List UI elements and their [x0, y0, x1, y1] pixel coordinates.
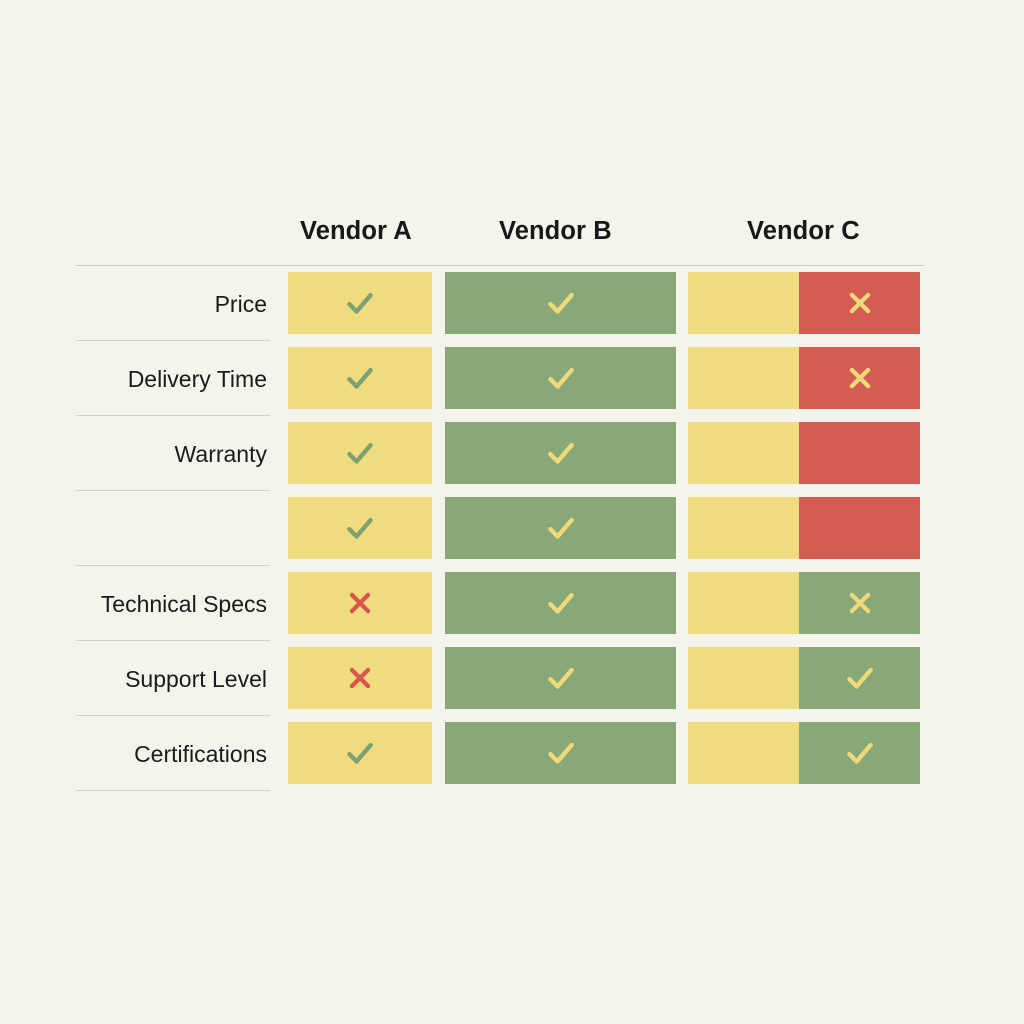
cell-vendor-a[interactable]: [288, 497, 432, 559]
check-icon: [347, 517, 373, 539]
row-label-cell: Technical Specs: [76, 566, 270, 641]
column-header-vendor-c: Vendor C: [747, 217, 860, 245]
cell-vendor-c-right[interactable]: [799, 347, 920, 409]
cell-vendor-c-right[interactable]: [799, 572, 920, 634]
cell-vendor-c-left[interactable]: [688, 647, 799, 709]
cell-vendor-a[interactable]: [288, 422, 432, 484]
column-header-row: Vendor A Vendor B Vendor C: [0, 214, 1024, 266]
x-icon: [349, 592, 371, 614]
check-icon: [846, 742, 873, 764]
check-icon: [547, 517, 574, 539]
row-label: Support Level: [125, 665, 267, 692]
cell-vendor-b[interactable]: [445, 422, 676, 484]
cell-vendor-b[interactable]: [445, 347, 676, 409]
check-icon: [547, 367, 574, 389]
check-icon: [846, 667, 873, 689]
row-label: Certifications: [134, 740, 267, 767]
cell-vendor-c-right[interactable]: [799, 422, 920, 484]
x-icon: [849, 292, 870, 314]
row-label-cell: Price: [76, 266, 270, 341]
check-icon: [547, 592, 574, 614]
column-header-vendor-b: Vendor B: [499, 217, 612, 245]
x-icon: [349, 667, 371, 689]
row-label: Delivery Time: [127, 365, 267, 392]
check-icon: [347, 442, 373, 464]
row-label-cell: Support Level: [76, 641, 270, 716]
cell-vendor-c-right[interactable]: [799, 647, 920, 709]
cell-vendor-b[interactable]: [445, 722, 676, 784]
check-icon: [347, 367, 373, 389]
check-icon: [547, 292, 574, 314]
cell-vendor-a[interactable]: [288, 272, 432, 334]
check-icon: [347, 742, 373, 764]
cell-vendor-c-right[interactable]: [799, 497, 920, 559]
row-label-cell: Warranty: [76, 416, 270, 491]
cell-vendor-b[interactable]: [445, 272, 676, 334]
x-icon: [849, 592, 870, 614]
cell-vendor-a[interactable]: [288, 572, 432, 634]
check-icon: [547, 667, 574, 689]
cell-vendor-c-left[interactable]: [688, 497, 799, 559]
check-icon: [547, 442, 574, 464]
cell-vendor-b[interactable]: [445, 572, 676, 634]
cell-vendor-a[interactable]: [288, 722, 432, 784]
row-label-cell: Delivery Time: [76, 341, 270, 416]
cell-vendor-a[interactable]: [288, 347, 432, 409]
row-divider: [76, 490, 270, 491]
row-label-cell: Certifications: [76, 716, 270, 791]
header-divider: [76, 265, 924, 266]
row-divider: [76, 640, 270, 641]
cell-vendor-b[interactable]: [445, 497, 676, 559]
cell-vendor-c-left[interactable]: [688, 422, 799, 484]
cell-vendor-c-right[interactable]: [799, 722, 920, 784]
column-header-vendor-a: Vendor A: [300, 217, 412, 245]
row-label: Price: [214, 290, 267, 317]
row-label: Warranty: [174, 440, 267, 467]
cell-vendor-c-left[interactable]: [688, 347, 799, 409]
row-divider: [76, 790, 270, 791]
cell-vendor-c-left[interactable]: [688, 572, 799, 634]
row-divider: [76, 415, 270, 416]
check-icon: [547, 742, 574, 764]
row-label-cell: [76, 491, 270, 566]
cell-vendor-c-left[interactable]: [688, 722, 799, 784]
row-divider: [76, 715, 270, 716]
cell-vendor-c-left[interactable]: [688, 272, 799, 334]
row-divider: [76, 340, 270, 341]
row-label: Technical Specs: [100, 590, 267, 617]
x-icon: [849, 367, 870, 389]
row-divider: [76, 565, 270, 566]
cell-vendor-c-right[interactable]: [799, 272, 920, 334]
cell-vendor-b[interactable]: [445, 647, 676, 709]
cell-vendor-a[interactable]: [288, 647, 432, 709]
check-icon: [347, 292, 373, 314]
